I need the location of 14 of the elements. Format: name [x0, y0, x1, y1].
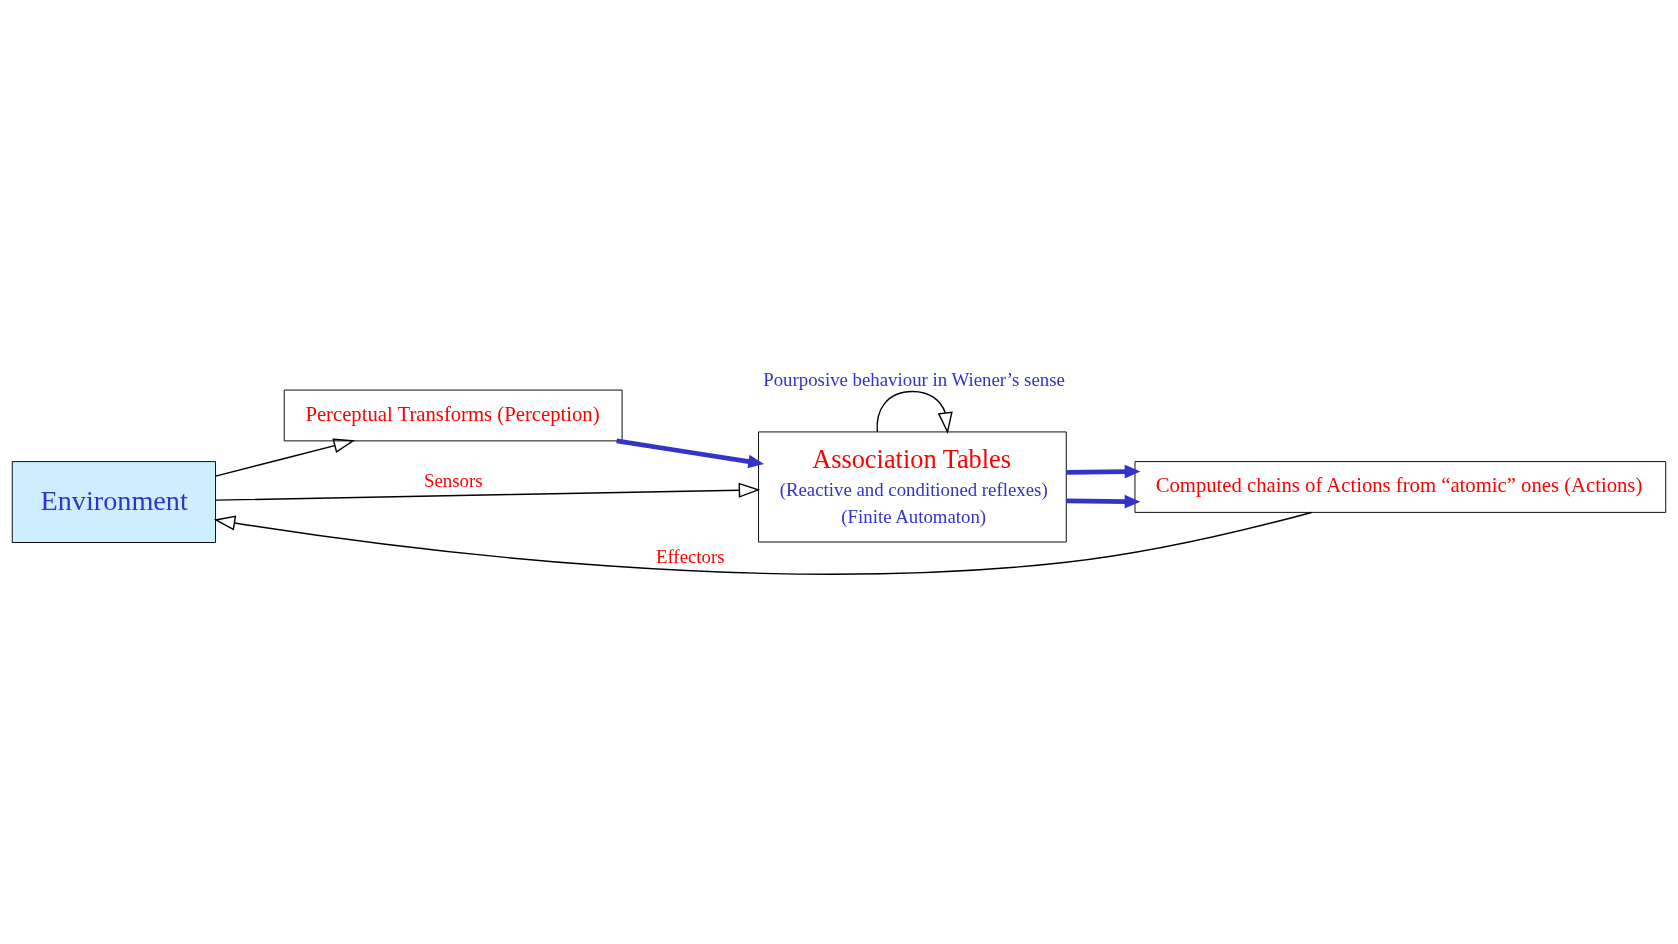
- arrow: [616, 438, 765, 468]
- arrow: [215, 482, 761, 501]
- arrow: [214, 437, 356, 477]
- node-box: Perceptual Transforms (Perception): [283, 389, 623, 441]
- edge-label: Sensors: [423, 469, 483, 491]
- node-box: Association Tables (Reactive and conditioned reflexes) (Finite Automaton): [758, 430, 1067, 542]
- node-box: Computed chains of Actions from “atomic” ones (Actions): [1134, 460, 1667, 513]
- edge-label: Pourposive behaviour in Wiener’s sense: [763, 368, 1065, 390]
- arrow: [1066, 494, 1141, 509]
- node-box: Environment: [11, 460, 216, 543]
- arrow: [876, 390, 953, 434]
- edge-label: Effectors: [655, 545, 725, 567]
- arrow: [1066, 464, 1141, 478]
- arrow: [213, 511, 1313, 575]
